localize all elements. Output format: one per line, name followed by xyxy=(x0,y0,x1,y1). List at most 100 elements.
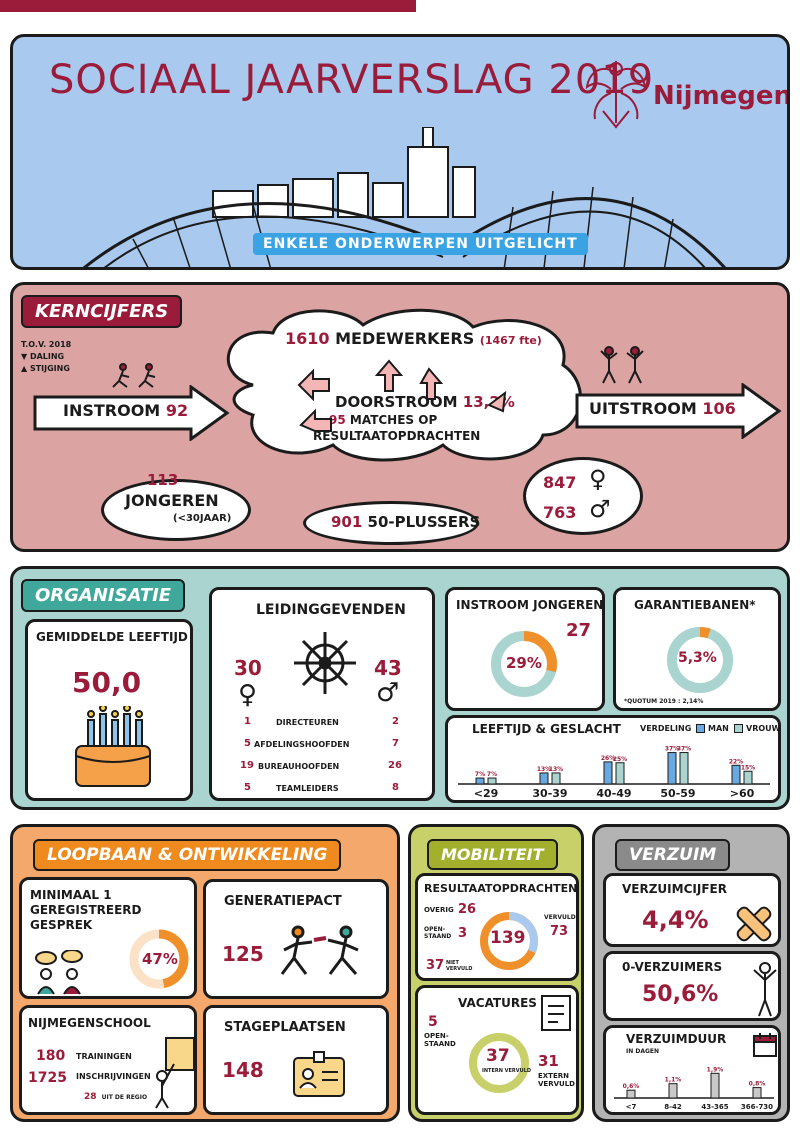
stageplaatsen-count: 148 xyxy=(222,1058,264,1082)
bar-value-label: 37% xyxy=(677,746,691,753)
garantiebanen-donut xyxy=(667,627,733,693)
standing-person-icon xyxy=(753,962,777,1017)
vac-total: 37 xyxy=(486,1046,510,1066)
lg-verdeling: VERDELING xyxy=(640,724,692,733)
bar-vrouw xyxy=(487,777,497,785)
gesprek-title-l3: GESPREK xyxy=(30,918,93,932)
instroom-jongeren-pct: 29% xyxy=(506,654,542,672)
legend-stijging: STIJGING xyxy=(29,364,70,373)
bar-man xyxy=(667,752,677,785)
bar-man xyxy=(603,761,613,785)
id-badge-icon xyxy=(293,1051,345,1097)
bandage-icon xyxy=(736,906,772,942)
duur-tick-label: <7 xyxy=(626,1103,637,1111)
female-symbol-icon: ♀ xyxy=(589,465,607,493)
res-overig-label: OVERIG xyxy=(424,906,454,914)
donut-progress-arc xyxy=(491,631,557,697)
matches-label: MATCHES OP xyxy=(349,413,438,427)
leiding-rows: 1 DIRECTEUREN 2 5 AFDELINGSHOOFDEN 7 19 … xyxy=(216,716,422,804)
garantiebanen-card: GARANTIEBANEN* 5,3% *QUOTUM 2019 : 2,14% xyxy=(613,587,781,711)
res-vervuld-label: VERVULD xyxy=(544,914,576,921)
school-trainingen-count: 180 xyxy=(36,1048,66,1064)
relay-runners-icon xyxy=(280,925,359,975)
instroom-jongeren-title: INSTROOM JONGEREN xyxy=(456,598,604,612)
duur-value-label: 1,1% xyxy=(665,1077,682,1084)
school-inschr-label: INSCHRIJVINGEN xyxy=(76,1072,151,1081)
nul-verzuimers-card: 0-VERZUIMERS 50,6% xyxy=(603,951,781,1021)
vac-extern: 31 xyxy=(538,1052,559,1070)
verzuim-heading: VERZUIM xyxy=(615,839,731,871)
generatiepact-count: 125 xyxy=(222,942,264,966)
donut-progress-arc xyxy=(129,929,189,989)
verzuimcijfer-card: VERZUIMCIJFER 4,4% xyxy=(603,873,781,947)
gesprek-title-l2: GEREGISTREERD xyxy=(30,903,142,917)
instroom-jongeren-count: 27 xyxy=(566,620,592,641)
school-regio-line: 28 UIT DE REGIO xyxy=(84,1084,147,1103)
res-total: 139 xyxy=(490,928,526,948)
jongeren-bubble xyxy=(101,479,251,541)
plussers-bubble xyxy=(303,501,479,545)
medewerkers-label: MEDEWERKERS xyxy=(335,329,475,348)
teacher-board-icon xyxy=(155,1037,195,1109)
uitstroom-arrow-shape xyxy=(575,383,782,439)
leiding-male-total: 43 xyxy=(374,656,402,680)
stageplaatsen-title: STAGEPLAATSEN xyxy=(224,1020,346,1035)
res-niet-label: NIET VERVULD xyxy=(446,960,473,972)
x-tick-label: 50-59 xyxy=(660,787,695,800)
uitstroom-count: 106 xyxy=(702,399,736,418)
gender-bubble xyxy=(523,457,643,535)
leiding-male-symbol-icon: ♂ xyxy=(376,678,400,708)
verzuimduur-title: VERZUIMDUUR xyxy=(626,1032,727,1046)
verzuimcijfer-value: 4,4% xyxy=(642,906,709,934)
nul-verzuimers-value: 50,6% xyxy=(642,982,719,1007)
instroom-count: 92 xyxy=(165,401,189,420)
leiding-row-male: 26 xyxy=(388,760,402,771)
header-subtitle-banner: ENKELE ONDERWERPEN UITGELICHT xyxy=(253,233,588,255)
instroom-jongeren-donut xyxy=(491,631,557,697)
duur-value-label: 1,9% xyxy=(707,1066,724,1073)
medewerkers-count: 1610 xyxy=(285,329,330,348)
nijmegen-eagle-logo-icon xyxy=(585,61,647,129)
leeftijd-card: GEMIDDELDE LEEFTIJD 50,0 xyxy=(25,619,193,801)
organisatie-panel: ORGANISATIE GEMIDDELDE LEEFTIJD 50,0 xyxy=(10,566,790,810)
matches-count: 95 xyxy=(329,413,346,427)
duur-bar xyxy=(752,1087,762,1099)
duur-bar xyxy=(626,1089,636,1099)
gesprek-donut xyxy=(129,929,189,989)
kerncijfers-panel: KERNCIJFERS T.O.V. 2018 ▼ DALING ▲ STIJG… xyxy=(10,282,790,552)
vac-open-label: OPEN-STAAND xyxy=(424,1032,456,1048)
verzuim-panel: VERZUIM VERZUIMCIJFER 4,4% 0-VERZUIMERS … xyxy=(592,824,790,1122)
gesprek-title: MINIMAAL 1 GEREGISTREERD GESPREK xyxy=(30,888,141,933)
donut-ring xyxy=(469,1033,529,1093)
legend-item: ▲ STIJGING xyxy=(21,364,70,373)
res-open: 3 xyxy=(458,926,468,941)
uitstroom-line: UITSTROOM 106 xyxy=(589,399,736,418)
bar-vrouw xyxy=(551,772,561,785)
medewerkers-fte: (1467 fte) xyxy=(479,334,542,347)
bar-value-label: 13% xyxy=(549,766,563,773)
verzuimduur-sub: IN DAGEN xyxy=(626,1048,660,1055)
leiding-female-total: 30 xyxy=(234,656,262,680)
school-regio-count: 28 xyxy=(84,1092,97,1102)
vac-title: VACATURES xyxy=(458,996,537,1010)
header-panel: SOCIAAL JAARVERSLAG 2019 Nijmegen xyxy=(10,34,790,270)
bar-value-label: 15% xyxy=(741,764,755,771)
matches-line: 95 MATCHES OP xyxy=(329,413,437,427)
leiding-row-male: 7 xyxy=(392,738,399,749)
leiding-row: 19 BUREAUHOOFDEN 26 xyxy=(216,760,422,782)
bar-man xyxy=(475,777,485,785)
res-open-label: OPEN-STAAND xyxy=(424,926,452,940)
doorstroom-arrows-icon xyxy=(297,359,507,432)
legend-daling: DALING xyxy=(29,352,65,361)
x-tick-label: <29 xyxy=(474,787,499,800)
leiding-row-female: 5 xyxy=(244,738,251,749)
leiding-row-female: 5 xyxy=(244,782,251,793)
duur-tick-label: 8-42 xyxy=(664,1103,682,1111)
plussers-line: 901 50-PLUSSERS xyxy=(331,513,480,531)
male-count: 763 xyxy=(543,503,577,522)
res-title: RESULTAATOPDRACHTEN xyxy=(424,882,578,895)
leiding-row-male: 2 xyxy=(392,716,399,727)
leiding-row-label: DIRECTEUREN xyxy=(276,718,339,727)
